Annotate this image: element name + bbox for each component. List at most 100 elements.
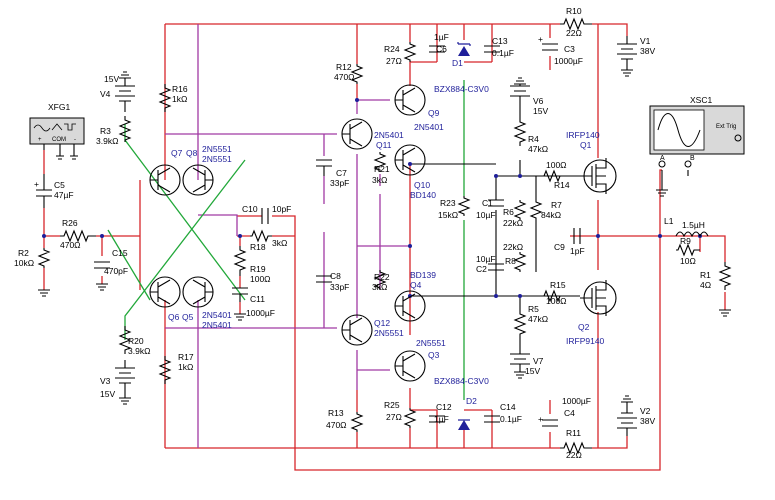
resistor-r11 [560,441,592,455]
svg-text:C9: C9 [554,242,565,252]
svg-text:2N5401: 2N5401 [202,320,232,330]
svg-text:3kΩ: 3kΩ [272,238,287,248]
svg-text:22kΩ: 22kΩ [503,242,523,252]
resistor-r15 [540,289,570,303]
svg-text:0.1µF: 0.1µF [500,414,522,424]
svg-text:R8: R8 [505,256,516,266]
vas-wire [356,100,410,390]
resistor-r25 [403,408,417,428]
resistor-r10 [560,17,592,31]
svg-text:R2: R2 [18,248,29,258]
transistor-q8: Q8 2N5551 2N5551 [182,144,232,196]
svg-text:Q7: Q7 [171,148,183,158]
svg-text:C12: C12 [436,402,452,412]
svg-text:R16: R16 [172,84,188,94]
capacitor-c10 [261,208,269,224]
capacitor-c1 [488,199,504,207]
transistors: Q7 Q8 2N5551 2N5551 Q6 2N5401 Q5 2N5401 [149,84,617,382]
svg-text:84kΩ: 84kΩ [541,210,561,220]
svg-text:1pF: 1pF [570,246,585,256]
transistor-q7: Q7 [149,148,183,196]
svg-text:2N5551: 2N5551 [202,154,232,164]
svg-text:R13: R13 [328,408,344,418]
resistor-r5 [513,310,527,336]
resistors: R16 1kΩ R3 3.9kΩ R2 10kΩ R20 3.9kΩ R17 1… [14,6,732,460]
capacitor-c5 [36,174,52,208]
svg-text:27Ω: 27Ω [386,56,402,66]
svg-text:V4: V4 [100,89,111,99]
svg-text:C2: C2 [476,264,487,274]
svg-text:470Ω: 470Ω [60,240,81,250]
svg-text:10kΩ: 10kΩ [14,258,34,268]
inductor-l1: L1 1.5µH [664,216,709,238]
svg-text:15V: 15V [533,106,548,116]
svg-text:33pF: 33pF [330,282,349,292]
svg-text:IRFP9140: IRFP9140 [566,336,605,346]
svg-text:R10: R10 [566,6,582,16]
svg-text:C14: C14 [500,402,516,412]
source-v7: V7 15V [510,350,544,379]
resistor-r3 [118,116,132,142]
svg-text:3.9kΩ: 3.9kΩ [96,136,118,146]
function-generator[interactable]: XFG1 + COM - [29,102,85,160]
svg-text:C5: C5 [54,180,65,190]
svg-text:22Ω: 22Ω [566,28,582,38]
svg-text:100Ω: 100Ω [546,296,567,306]
svg-text:R7: R7 [551,200,562,210]
svg-text:R4: R4 [528,134,539,144]
svg-text:R6: R6 [503,207,514,217]
capacitor-c15 [94,261,110,269]
svg-text:100Ω: 100Ω [250,274,271,284]
transistor-q9: Q9 2N5401 [394,84,444,132]
svg-text:C1: C1 [482,198,493,208]
svg-text:L1: L1 [664,216,674,226]
svg-text:-: - [74,137,76,143]
svg-text:38V: 38V [640,46,655,56]
svg-text:1µF: 1µF [434,414,449,424]
svg-text:R1: R1 [700,270,711,280]
svg-text:R24: R24 [384,44,400,54]
capacitor-c3 [542,43,558,51]
svg-text:Q9: Q9 [428,108,440,118]
svg-text:Ext Trig: Ext Trig [716,124,736,130]
svg-text:Q6: Q6 [168,312,180,322]
svg-text:C4: C4 [564,408,575,418]
svg-text:2N5401: 2N5401 [374,130,404,140]
svg-text:0.1µF: 0.1µF [492,48,514,58]
xfg-ground-wire [59,144,75,156]
capacitor-c14 [484,415,500,423]
svg-text:47µF: 47µF [54,190,74,200]
resistor-r14 [540,169,570,183]
svg-text:Q1: Q1 [580,140,592,150]
svg-text:1.5µH: 1.5µH [682,220,705,230]
resistor-r22 [373,270,387,290]
transistor-q2: Q2 IRFP9140 [566,280,617,346]
svg-text:15V: 15V [525,366,540,376]
rail-to-r25-wire [409,388,438,448]
c10-wire [237,215,296,236]
resistor-r13 [350,412,364,432]
svg-text:10µF: 10µF [476,254,496,264]
svg-text:470Ω: 470Ω [334,72,355,82]
diode-d1: D1 BZX884-C3V0 [434,42,489,94]
svg-text:100Ω: 100Ω [546,160,567,170]
svg-text:4Ω: 4Ω [700,280,711,290]
svg-text:R17: R17 [178,352,194,362]
capacitor-c6 [429,45,445,53]
svg-text:22Ω: 22Ω [566,450,582,460]
wires [43,23,726,471]
svg-text:R5: R5 [528,304,539,314]
resistor-r16 [158,84,172,112]
svg-text:15V: 15V [104,74,119,84]
svg-text:R3: R3 [100,126,111,136]
oscilloscope[interactable]: XSC1 Ext Trig A B [649,95,745,197]
svg-text:BD140: BD140 [410,190,436,200]
svg-text:R18: R18 [250,242,266,252]
resistor-r26 [60,229,96,243]
svg-text:47kΩ: 47kΩ [528,314,548,324]
svg-text:BZX884-C3V0: BZX884-C3V0 [434,376,489,386]
negative-rail-wire [165,436,628,449]
capacitor-c9 [573,228,581,244]
svg-text:Q10: Q10 [414,180,430,190]
scope-ground-wire [661,170,689,190]
